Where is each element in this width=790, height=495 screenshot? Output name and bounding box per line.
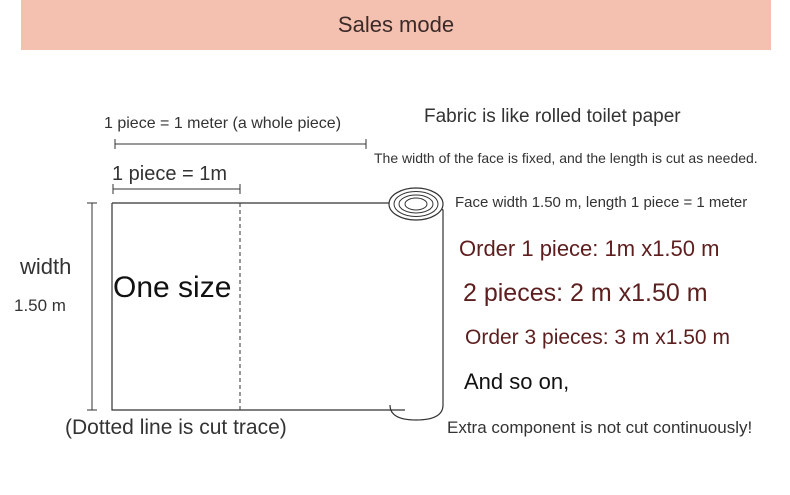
fabric-sheet-outline [111, 202, 405, 411]
fabric-heading: Fabric is like rolled toilet paper [424, 106, 681, 127]
one-piece-label: 1 piece = 1m [112, 163, 228, 185]
order-line-2: 2 pieces: 2 m x1.50 m [463, 279, 708, 307]
cut-trace-note: (Dotted line is cut trace) [65, 416, 287, 439]
width-label: width [20, 254, 72, 279]
whole-piece-label: 1 piece = 1 meter (a whole piece) [104, 115, 342, 132]
one-size-label: One size [113, 271, 232, 304]
roll-body [389, 189, 444, 421]
order-line-3: Order 3 pieces: 3 m x1.50 m [465, 326, 730, 349]
order-line-4: And so on, [464, 369, 570, 394]
face-width-note: Face width 1.50 m, length 1 piece = 1 me… [455, 194, 748, 211]
fixed-width-note: The width of the face is fixed, and the … [374, 150, 758, 166]
order-line-1: Order 1 piece: 1m x1.50 m [459, 236, 720, 261]
header-banner: Sales mode [21, 0, 771, 50]
page-title: Sales mode [337, 12, 455, 37]
roll-end-icon [388, 187, 444, 221]
extra-component-note: Extra component is not cut continuously! [447, 418, 753, 437]
width-value: 1.50 m [14, 296, 66, 315]
